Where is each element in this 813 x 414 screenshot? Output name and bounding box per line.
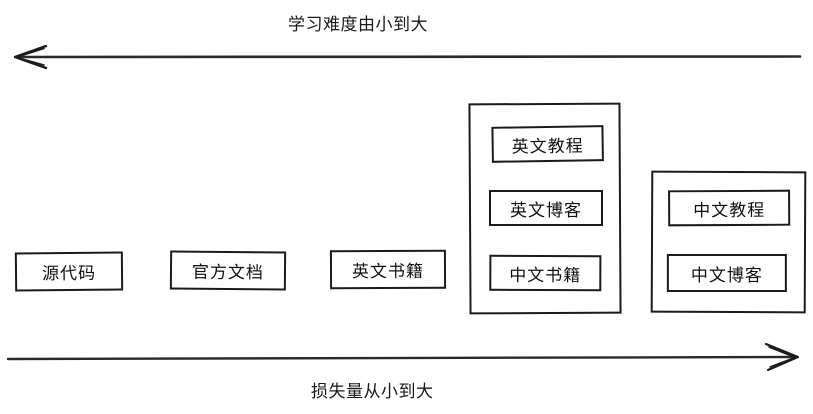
node-source-code[interactable]: 源代码 <box>14 251 124 292</box>
node-label: 英文博客 <box>509 200 582 221</box>
node-label: 源代码 <box>41 263 97 285</box>
node-official-docs[interactable]: 官方文档 <box>169 250 287 291</box>
bottom-axis-label: 损失量从小到大 <box>311 382 434 402</box>
node-label: 中文书籍 <box>509 265 582 286</box>
group-mixed-english-chinese: 英文教程 英文博客 中文书籍 <box>468 102 622 315</box>
group-chinese: 中文教程 中文博客 <box>650 170 807 314</box>
node-label: 中文博客 <box>690 265 763 286</box>
node-chinese-blog[interactable]: 中文博客 <box>666 253 787 292</box>
node-chinese-tutorial[interactable]: 中文教程 <box>668 189 791 227</box>
top-axis-label: 学习难度由小到大 <box>288 15 428 35</box>
node-english-tutorial[interactable]: 英文教程 <box>491 125 604 163</box>
node-english-books[interactable]: 英文书籍 <box>329 249 447 290</box>
node-label: 英文教程 <box>511 135 584 158</box>
bottom-axis-arrow <box>6 342 800 372</box>
node-label: 官方文档 <box>191 262 265 284</box>
node-english-blog[interactable]: 英文博客 <box>488 189 603 226</box>
top-axis-arrow <box>13 44 802 70</box>
node-label: 英文书籍 <box>351 261 425 283</box>
node-chinese-books[interactable]: 中文书籍 <box>489 254 602 292</box>
node-label: 中文教程 <box>693 200 766 221</box>
